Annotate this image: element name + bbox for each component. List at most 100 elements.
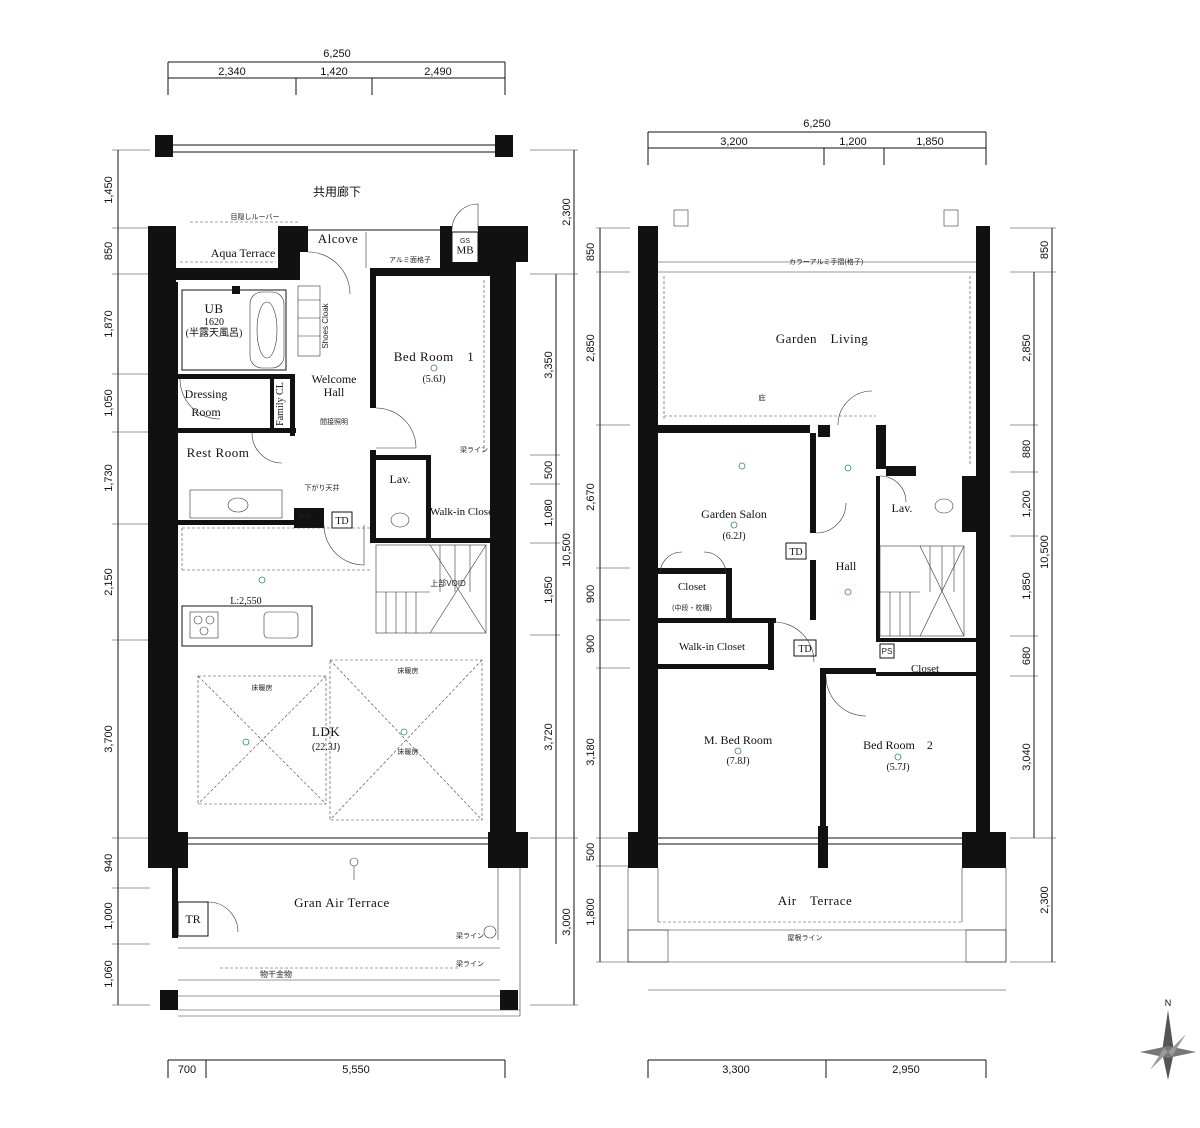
welcome-hall-label-2: Hall [324,385,345,399]
left-dim-v5: 1,730 [103,464,115,492]
ldk-size: (22.3J) [312,742,340,753]
ldk-label: LDK [312,724,340,739]
left-dim-v1: 1,450 [103,176,115,204]
left-td-label: TD [335,516,348,527]
right-lav-label: Lav. [892,501,913,515]
compass-icon: N [1140,998,1196,1080]
tr-label: TR [185,912,200,926]
lav-label: Lav. [390,472,411,486]
dressing-room-label-1: Dressing [185,387,228,401]
left-top-dim-2: 1,420 [320,66,348,78]
left-top-dim-1: 2,340 [218,66,246,78]
shoes-cloak-label: Shoes Cloak [321,302,330,348]
right-rdim-1: 850 [1039,241,1051,259]
ub-label: UB [204,301,223,316]
left-rdim-3: 500 [543,461,555,479]
left-bottom-dimensions: 700 5,550 [167,1059,506,1078]
right-top-dimensions: 6,250 3,200 1,200 1,850 [647,118,987,165]
right-td-label-1: TD [789,547,802,558]
beam-line-1: 梁ライン [460,445,488,454]
family-cl-label: Family CL [275,382,286,426]
eaves-label: 庇 [759,393,766,402]
left-floor-plan: 6,250 2,340 1,420 2,490 1,450 [103,48,578,1078]
dressing-room-label-2: Room [191,405,221,419]
right-top-dim-3: 1,850 [916,136,944,148]
left-rdim-2: 3,350 [543,351,555,379]
left-stairs [375,544,487,634]
alumi-lattice-label: アルミ面格子 [389,255,431,264]
left-rdim-1: 2,300 [561,198,573,226]
right-ldim-1: 850 [585,243,597,261]
right-rdim-2: 2,850 [1021,334,1033,362]
floor-heating-label-1: 床暖房 [252,683,273,692]
corridor-label: 共用廊下 [313,184,361,199]
bed-room-1-label: Bed Room 1 [394,349,474,364]
ub-subtitle: (半露天風呂) [186,326,243,339]
garden-salon-size: (6.2J) [722,531,745,542]
floor-heating-label-3: 床暖房 [398,747,419,756]
closet-1-label: Closet [678,581,706,593]
floor-heating-zones [197,659,483,821]
right-stairs [879,545,965,637]
right-walls [628,226,1006,868]
left-rdim-6: 3,720 [543,723,555,751]
left-top-post-right [495,135,513,157]
upper-void-label: 上部VOID [430,578,466,588]
rest-room-label: Rest Room [187,445,250,460]
right-rdim-3: 880 [1021,440,1033,458]
left-top-total-dim: 6,250 [323,48,351,60]
aqua-terrace-label: Aqua Terrace [211,246,276,260]
beam-line-3: 梁ライン [456,959,484,968]
right-ldim-8: 1,800 [585,898,597,926]
left-dim-v8: 940 [103,854,115,872]
alcove-label: Alcove [318,231,359,246]
left-bottom-dim-1: 700 [178,1064,196,1076]
closet-1-note: (中段・枕棚) [672,603,712,612]
right-walk-in-closet-label: Walk-in Closet [679,641,745,653]
hall-label: Hall [836,559,857,573]
air-terrace-label: Air Terrace [778,893,853,908]
left-bottom-dim-2: 5,550 [342,1064,370,1076]
left-side-dimensions: 1,450 850 1,870 1,050 1,730 2,150 3,700 … [103,149,150,1006]
right-floor-plan: 6,250 3,200 1,200 1,850 850 2,850 2, [585,118,1056,1078]
right-rdim-4: 1,200 [1021,490,1033,518]
handrail-label: カラーアルミ手摺(格子) [789,257,863,266]
kitchen-length-label: L:2,550 [230,596,261,607]
ceiling-drop-label: 下がり天井 [305,483,340,492]
garden-salon-label: Garden Salon [701,507,767,521]
right-ldim-2: 2,850 [585,334,597,362]
left-rdim-5: 1,850 [543,576,555,604]
right-rdim-5: 1,850 [1021,572,1033,600]
left-walls [148,226,528,1010]
right-ldim-5: 900 [585,635,597,653]
left-dim-v6: 2,150 [103,568,115,596]
left-dim-v9: 1,000 [103,902,115,930]
right-ldim-3: 2,670 [585,483,597,511]
left-right-side-dimensions: 2,300 3,350 500 1,080 1,850 3,720 3,000 … [530,149,578,1006]
right-top-dim-2: 1,200 [839,136,867,148]
beam-line-2: 梁ライン [456,931,484,940]
m-bed-room-size: (7.8J) [726,756,749,767]
right-rdim-6: 680 [1021,647,1033,665]
drying-label: 物干金物 [260,969,292,979]
left-dim-v10: 1,060 [103,960,115,988]
louver-label: 目隠しルーバー [231,212,280,221]
right-left-dimensions: 850 2,850 2,670 900 900 3,180 500 1,800 [585,227,630,963]
left-dim-v3: 1,870 [103,310,115,338]
mb-label: MB [456,244,473,256]
m-bed-room-label: M. Bed Room [704,733,773,747]
bed-room-1-size: (5.6J) [422,374,445,385]
left-ps-label: PS [300,512,311,521]
left-top-post-left [155,135,173,157]
right-ps-label: PS [882,647,893,656]
left-rdim-7: 3,000 [561,908,573,936]
ub-size: 1620 [204,317,224,328]
gran-air-terrace-label: Gran Air Terrace [294,895,390,910]
gs-label: GS [460,238,470,245]
left-rdim-4: 1,080 [543,499,555,527]
bed-room-2-size: (5.7J) [886,762,909,773]
right-ldim-6: 3,180 [585,738,597,766]
right-top-dim-1: 3,200 [720,136,748,148]
right-rdim-total: 10,500 [1039,535,1051,569]
